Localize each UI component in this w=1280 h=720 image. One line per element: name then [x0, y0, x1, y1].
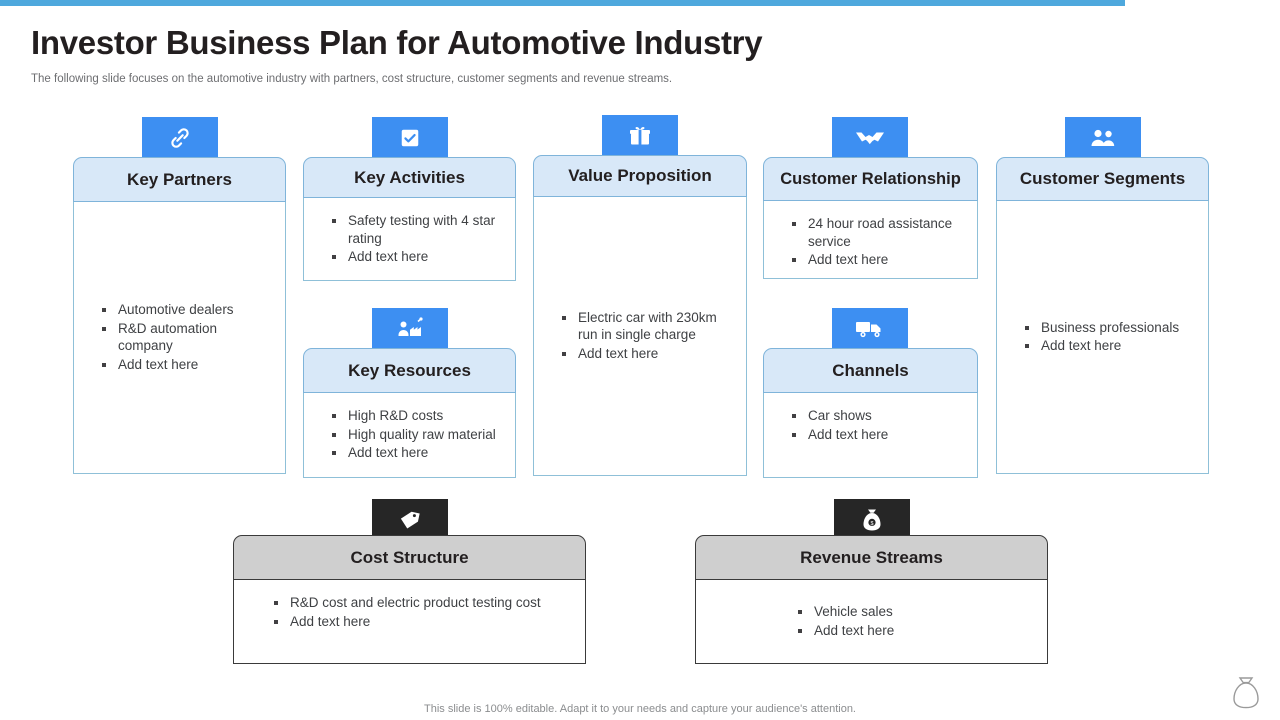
price-tag-icon — [372, 499, 448, 541]
card-customer-segments[interactable]: Customer Segments Business professionals… — [996, 117, 1209, 474]
list-item: Add text here — [790, 251, 967, 269]
card-body-revenue-streams: Vehicle sales Add text here — [695, 580, 1048, 664]
list-item: Business professionals — [1023, 319, 1198, 337]
handshake-icon — [832, 117, 908, 159]
card-header-revenue-streams: Revenue Streams — [695, 535, 1048, 580]
card-cost-structure[interactable]: Cost Structure R&D cost and electric pro… — [233, 499, 586, 664]
top-accent-bar — [0, 0, 1125, 6]
list-item: High R&D costs — [330, 407, 505, 425]
card-header-value-proposition: Value Proposition — [533, 155, 747, 197]
card-key-resources[interactable]: Key Resources High R&D costs High qualit… — [303, 308, 516, 478]
card-body-key-partners: Automotive dealers R&D automation compan… — [73, 202, 286, 474]
checkbox-check-icon — [372, 117, 448, 159]
card-body-channels: Car shows Add text here — [763, 393, 978, 478]
card-key-activities[interactable]: Key Activities Safety testing with 4 sta… — [303, 117, 516, 281]
list-item: Safety testing with 4 star rating — [330, 212, 505, 247]
list-item: Add text here — [100, 356, 275, 374]
list-item: High quality raw material — [330, 426, 505, 444]
card-title: Revenue Streams — [800, 547, 943, 567]
card-body-customer-relationship: 24 hour road assistance service Add text… — [763, 201, 978, 279]
money-bag-icon: $ — [834, 499, 910, 541]
card-title: Channels — [832, 360, 909, 380]
two-people-icon — [1065, 117, 1141, 159]
bullet-list: 24 hour road assistance service Add text… — [790, 215, 967, 270]
list-item: 24 hour road assistance service — [790, 215, 967, 250]
card-customer-relationship[interactable]: Customer Relationship 24 hour road assis… — [763, 117, 978, 279]
card-header-key-activities: Key Activities — [303, 157, 516, 198]
card-title: Value Proposition — [568, 166, 712, 185]
card-header-channels: Channels — [763, 348, 978, 393]
page-subtitle: The following slide focuses on the autom… — [31, 73, 673, 85]
card-title: Cost Structure — [350, 547, 469, 567]
bullet-list: Car shows Add text here — [790, 407, 967, 444]
gift-box-icon — [602, 115, 678, 157]
list-item: Car shows — [790, 407, 967, 425]
card-body-key-resources: High R&D costs High quality raw material… — [303, 393, 516, 478]
list-item: Add text here — [1023, 337, 1198, 355]
card-header-key-resources: Key Resources — [303, 348, 516, 393]
card-header-customer-relationship: Customer Relationship — [763, 157, 978, 201]
list-item: Add text here — [272, 613, 575, 631]
card-header-cost-structure: Cost Structure — [233, 535, 586, 580]
card-title: Key Partners — [127, 169, 232, 189]
card-channels[interactable]: Channels Car shows Add text here — [763, 308, 978, 478]
list-item: Add text here — [796, 622, 1037, 640]
money-bag-outline-icon — [1226, 670, 1266, 714]
card-title: Key Resources — [348, 360, 471, 380]
page-title: Investor Business Plan for Automotive In… — [31, 24, 763, 61]
card-body-cost-structure: R&D cost and electric product testing co… — [233, 580, 586, 664]
card-body-key-activities: Safety testing with 4 star rating Add te… — [303, 198, 516, 281]
list-item: Electric car with 230km run in single ch… — [560, 309, 736, 344]
card-header-key-partners: Key Partners — [73, 157, 286, 202]
card-title: Customer Segments — [1019, 169, 1186, 188]
card-title: Key Activities — [354, 167, 465, 187]
bullet-list: Electric car with 230km run in single ch… — [560, 309, 736, 364]
list-item: R&D automation company — [100, 320, 275, 355]
list-item: Automotive dealers — [100, 301, 275, 319]
list-item: Vehicle sales — [796, 603, 1037, 621]
bullet-list: Automotive dealers R&D automation compan… — [100, 301, 275, 374]
card-key-partners[interactable]: Key Partners Automotive dealers R&D auto… — [73, 117, 286, 474]
bullet-list: Vehicle sales Add text here — [796, 603, 1037, 640]
card-revenue-streams[interactable]: $ Revenue Streams Vehicle sales Add text… — [695, 499, 1048, 664]
card-body-value-proposition: Electric car with 230km run in single ch… — [533, 197, 747, 476]
person-factory-icon — [372, 308, 448, 350]
bullet-list: High R&D costs High quality raw material… — [330, 407, 505, 463]
card-header-customer-segments: Customer Segments — [996, 157, 1209, 201]
chain-link-icon — [142, 117, 218, 159]
bullet-list: Business professionals Add text here — [1023, 319, 1198, 356]
list-item: Add text here — [330, 444, 505, 462]
svg-text:$: $ — [871, 521, 874, 527]
bullet-list: R&D cost and electric product testing co… — [272, 594, 575, 631]
bullet-list: Safety testing with 4 star rating Add te… — [330, 212, 505, 267]
list-item: Add text here — [790, 426, 967, 444]
card-body-customer-segments: Business professionals Add text here — [996, 201, 1209, 474]
delivery-truck-icon — [832, 308, 908, 350]
card-value-proposition[interactable]: Value Proposition Electric car with 230k… — [533, 115, 747, 476]
list-item: Add text here — [330, 248, 505, 266]
list-item: R&D cost and electric product testing co… — [272, 594, 575, 612]
card-title: Customer Relationship — [780, 169, 961, 188]
list-item: Add text here — [560, 345, 736, 363]
footer-note: This slide is 100% editable. Adapt it to… — [424, 703, 856, 715]
